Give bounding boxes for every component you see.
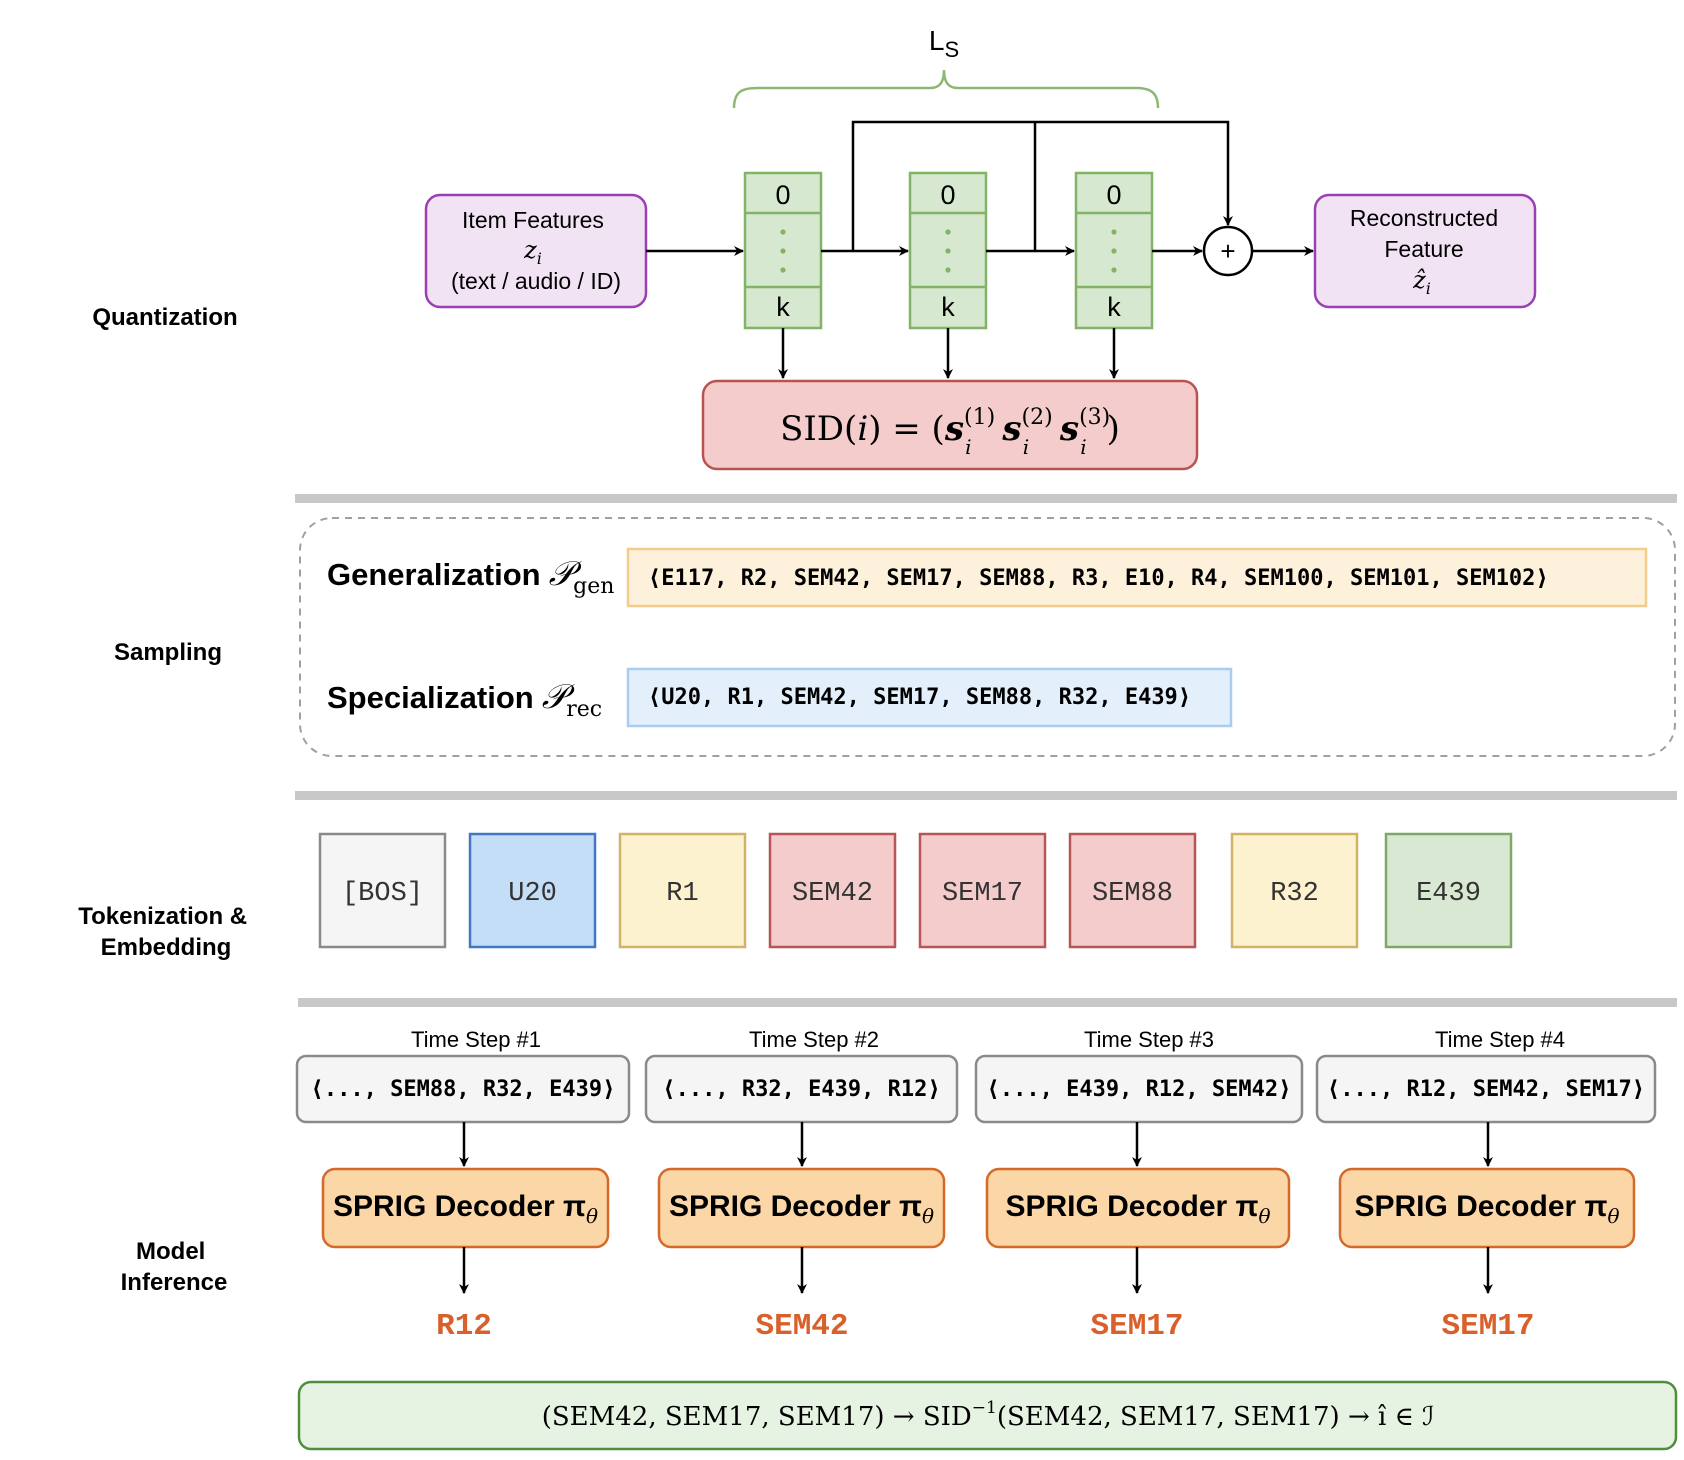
codebook-3-bottom: k [1107, 292, 1121, 322]
time-step-1: Time Step #1 ⟨..., SEM88, R32, E439⟩ SPRIG… [295, 1027, 631, 1344]
codebook-1: 0 k [743, 171, 823, 330]
section-label-sampling: Sampling [114, 639, 222, 666]
decoder-label: SPRIG Decoder πθ [1005, 1190, 1270, 1228]
reconstructed-feature-box [1313, 193, 1537, 309]
decoder-label: SPRIG Decoder πθ [669, 1190, 934, 1228]
token-label: SEM88 [1092, 879, 1173, 909]
token-2: R1 [618, 832, 747, 949]
reconstructed-symbol: ẑi [1412, 266, 1431, 298]
final-result-box [297, 1380, 1678, 1451]
predicted-token: SEM17 [1090, 1309, 1183, 1344]
decoder-box [321, 1167, 610, 1249]
quantization-arrows [646, 120, 1314, 379]
token-label: [BOS] [342, 879, 423, 909]
time-step-2: Time Step #2 ⟨..., R32, E439, R12⟩ SPRIG D… [644, 1027, 959, 1344]
context-sequence: ⟨..., R12, SEM42, SEM17⟩ [1327, 1077, 1645, 1102]
section-label-tokenization: Tokenization & Embedding [78, 903, 254, 961]
token-1: U20 [468, 832, 597, 949]
sid-formula: SID(i) = (s(1)i s(2)i s(3)i) [780, 405, 1120, 459]
generalization-sequence-box [626, 547, 1648, 608]
codebook-3-top: 0 [1106, 180, 1121, 210]
token-box [318, 832, 447, 949]
time-step-title: Time Step #4 [1435, 1027, 1565, 1052]
time-step-3: Time Step #3 ⟨..., E439, R12, SEM42⟩ SPRIG… [974, 1027, 1304, 1344]
token-box [468, 832, 597, 949]
item-features-modalities: (text / audio / ID) [451, 268, 621, 294]
time-step-title: Time Step #3 [1084, 1027, 1214, 1052]
token-3: SEM42 [768, 832, 897, 949]
divider-1 [295, 494, 1677, 503]
token-7: E439 [1384, 832, 1513, 949]
inference-steps: Time Step #1 ⟨..., SEM88, R32, E439⟩ SPRIG… [295, 1027, 1657, 1344]
sid-box [701, 379, 1199, 471]
context-box [1315, 1054, 1657, 1124]
loss-label: LS [929, 25, 959, 62]
loss-brace [732, 69, 1160, 109]
item-features-symbol: zi [523, 236, 542, 268]
token-4: SEM17 [918, 832, 1047, 949]
token-label: E439 [1416, 879, 1481, 909]
token-label: U20 [508, 879, 557, 909]
quantization-section: LS Item Features zi (text / audio / ID) … [424, 25, 1537, 471]
reconstructed-subtitle: Feature [1384, 236, 1463, 262]
time-step-title: Time Step #1 [411, 1027, 541, 1052]
token-6: R32 [1230, 832, 1359, 949]
predicted-token: SEM42 [755, 1309, 848, 1344]
context-sequence: ⟨..., SEM88, R32, E439⟩ [311, 1077, 616, 1102]
sum-symbol: + [1220, 236, 1235, 266]
item-features-title: Item Features [462, 207, 604, 233]
token-box [1230, 832, 1359, 949]
decoder-label: SPRIG Decoder πθ [1354, 1190, 1619, 1228]
token-row: [BOS] U20 R1 SEM42 SEM17 SEM88 R32 E439 [318, 832, 1513, 949]
token-box [1068, 832, 1197, 949]
predicted-token: R12 [436, 1309, 492, 1344]
divider-3 [298, 998, 1677, 1007]
codebook-2: 0 k [908, 171, 988, 330]
divider-2 [295, 791, 1677, 800]
specialization-sequence: ⟨U20, R1, SEM42, SEM17, SEM88, R32, E439… [648, 685, 1191, 710]
token-label: SEM42 [792, 879, 873, 909]
context-box [974, 1054, 1304, 1124]
codebook-3: 0 k [1074, 171, 1154, 330]
token-label: SEM17 [942, 879, 1023, 909]
generalization-sequence: ⟨E117, R2, SEM42, SEM17, SEM88, R3, E10,… [648, 566, 1549, 591]
section-label-quantization: Quantization [92, 304, 237, 331]
codebook-2-top: 0 [940, 180, 955, 210]
token-label: R32 [1270, 879, 1319, 909]
token-box [618, 832, 747, 949]
token-label: R1 [666, 879, 698, 909]
context-sequence: ⟨..., R32, E439, R12⟩ [662, 1077, 940, 1102]
sum-node [1202, 225, 1254, 277]
final-result: (SEM42, SEM17, SEM17) → SID−1(SEM42, SEM… [297, 1380, 1678, 1451]
decoder-label: SPRIG Decoder πθ [333, 1190, 598, 1228]
reconstructed-title: Reconstructed [1350, 205, 1498, 231]
codebook-1-bottom: k [776, 292, 790, 322]
token-box [768, 832, 897, 949]
codebook-1-top: 0 [775, 180, 790, 210]
section-label-inference: Model Inference [121, 1238, 228, 1296]
token-box [1384, 832, 1513, 949]
final-result-text: (SEM42, SEM17, SEM17) → SID−1(SEM42, SEM… [542, 1398, 1435, 1432]
time-step-title: Time Step #2 [749, 1027, 879, 1052]
predicted-token: SEM17 [1441, 1309, 1534, 1344]
sampling-frame [299, 517, 1676, 757]
token-0: [BOS] [318, 832, 447, 949]
token-5: SEM88 [1068, 832, 1197, 949]
token-box [918, 832, 1047, 949]
context-sequence: ⟨..., E439, R12, SEM42⟩ [987, 1077, 1292, 1102]
codebook-2-bottom: k [941, 292, 955, 322]
time-step-4: Time Step #4 ⟨..., R12, SEM42, SEM17⟩ SPRI… [1315, 1027, 1657, 1344]
specialization-sequence-box [626, 667, 1233, 728]
